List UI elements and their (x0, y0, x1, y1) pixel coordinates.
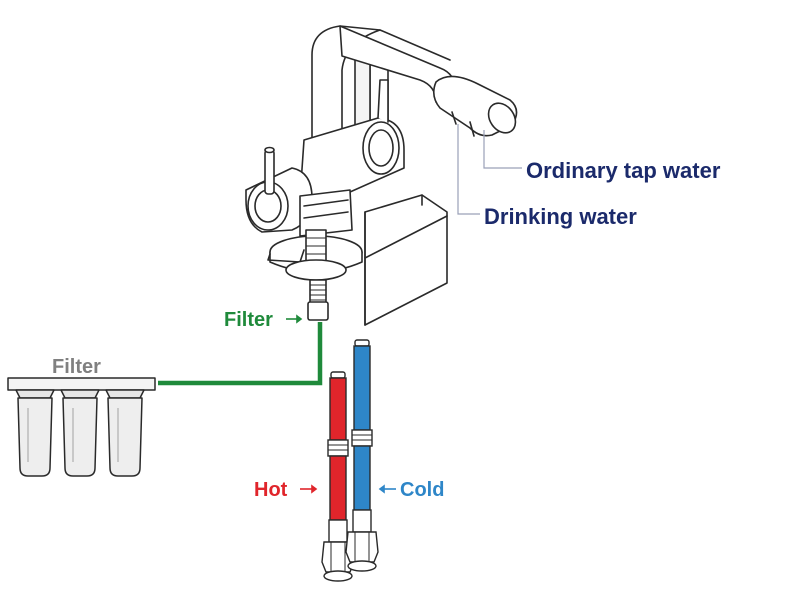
filter-top-bar (7, 377, 156, 391)
filter-unit-label: Filter (52, 356, 101, 378)
filter-inlet-nut (307, 301, 329, 321)
filter-canister-3 (107, 397, 143, 477)
filter-housing (7, 377, 156, 477)
filter-outlet-label: Filter (224, 309, 273, 331)
filter-canister-2 (62, 397, 98, 477)
mounting-block (364, 194, 448, 326)
filter-supply-pipe (158, 322, 323, 386)
drinking-water-label: Drinking water (484, 204, 637, 229)
filter-canister-1 (17, 397, 53, 477)
hot-label: Hot (254, 479, 288, 501)
cold-label: Cold (400, 479, 444, 501)
callout-lines (457, 124, 522, 215)
ordinary-tap-water-label: Ordinary tap water (526, 158, 721, 183)
cold-water-hose (345, 339, 379, 572)
label-arrows (286, 314, 396, 494)
faucet-drawing (245, 25, 518, 326)
faucet-left-lever (264, 149, 275, 195)
